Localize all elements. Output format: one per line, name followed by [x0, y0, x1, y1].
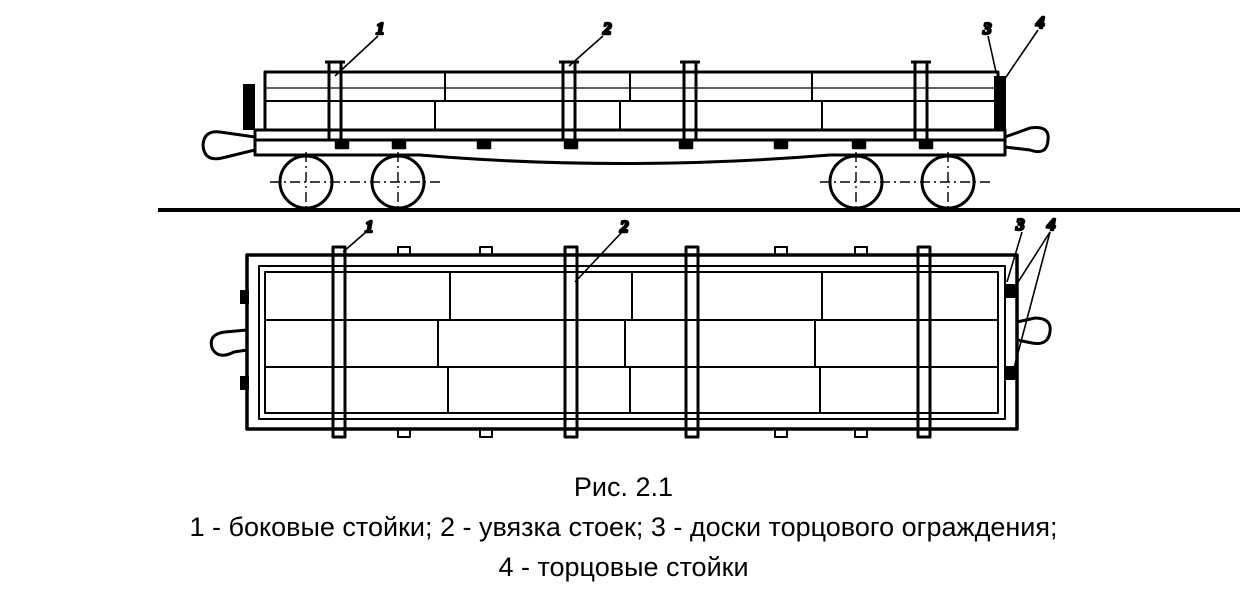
- coupler-right: [1016, 316, 1052, 345]
- legend-line-1: 1 - боковые стойки; 2 - увязка стоек; 3 …: [189, 512, 1058, 542]
- side-stakes-top-view: [331, 245, 932, 439]
- end-stakes-side-view: [243, 72, 1006, 130]
- platform-frame-top: [245, 253, 1019, 431]
- label-1-side: 1: [376, 19, 385, 38]
- label-2-side: 2: [602, 19, 612, 38]
- figure-title: Рис. 2.1: [573, 472, 674, 502]
- cargo-stack-side: [263, 70, 1000, 132]
- platform-deck: [201, 126, 1050, 165]
- side-view: 1 2 3 4: [158, 12, 1240, 212]
- coupler-left: [209, 328, 248, 357]
- label-1-top: 1: [365, 217, 374, 236]
- legend-line-2: 4 - торцовые стойки: [498, 552, 749, 582]
- flatcar-diagram: 1 2 3 4: [158, 12, 1240, 439]
- wheels: [270, 152, 990, 212]
- stake-pockets-top: [397, 246, 868, 438]
- label-3-side: 3: [982, 19, 992, 38]
- label-3-top: 3: [1015, 215, 1025, 234]
- cargo-stack-top: [264, 271, 999, 414]
- label-4-top: 4: [1046, 215, 1056, 234]
- label-2-top: 2: [619, 217, 629, 236]
- side-stakes-side-view: [325, 60, 931, 142]
- leader-lines-side: [334, 29, 1039, 81]
- end-stakes-top-view: [240, 284, 1017, 390]
- leader-lines-top: [342, 231, 1051, 373]
- label-4-side: 4: [1035, 13, 1045, 32]
- top-view: 1 2 3 4: [209, 214, 1057, 439]
